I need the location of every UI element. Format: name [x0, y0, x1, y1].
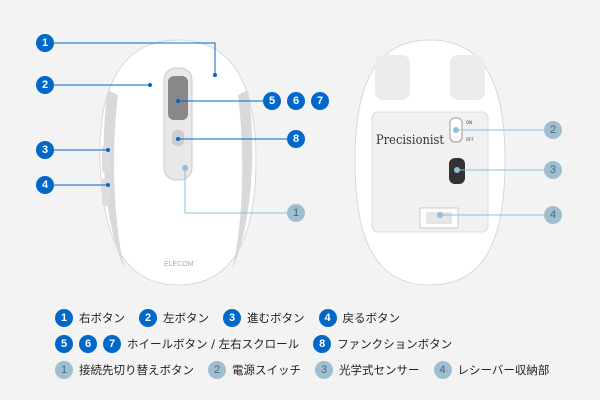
legend-row-3: 1 接続先切り替えボタン 2 電源スイッチ 3 光学式センサー 4 レシーバー収納部: [55, 361, 563, 379]
product-name-logo: Precisionist: [376, 133, 445, 148]
switch-off-label: OFF: [466, 137, 474, 142]
legend-label: 光学式センサー: [339, 363, 420, 377]
marker-7: 7: [311, 92, 329, 110]
leader-lines-light: [184, 129, 544, 216]
legend-marker: 3: [315, 361, 333, 379]
marker-1: 1: [36, 34, 54, 52]
marker-light-2: 2: [544, 121, 562, 139]
legend-row-2: 5 6 7 ホイールボタン / 左右スクロール 8 ファンクションボタン: [55, 335, 466, 353]
legend-label: ファンクションボタン: [337, 337, 453, 351]
marker-6: 6: [287, 92, 305, 110]
legend-label: 右ボタン: [79, 311, 125, 325]
marker-3: 3: [36, 141, 54, 159]
legend-label: 進むボタン: [247, 311, 305, 325]
marker-light-3: 3: [544, 161, 562, 179]
marker-4: 4: [36, 176, 54, 194]
leader-lines: [54, 42, 287, 186]
legend-marker: 2: [208, 361, 226, 379]
marker-2: 2: [36, 76, 54, 94]
legend-marker: 6: [79, 335, 97, 353]
mouse-top-view: ELECOM: [99, 39, 257, 286]
legend-marker: 7: [103, 335, 121, 353]
brand-logo-top: ELECOM: [164, 261, 194, 268]
legend-marker: 4: [433, 361, 452, 379]
legend-label: ホイールボタン / 左右スクロール: [127, 337, 300, 351]
marker-light-1: 1: [287, 204, 305, 222]
marker-5: 5: [263, 92, 281, 110]
marker-8: 8: [287, 130, 305, 148]
marker-light-4: 4: [544, 206, 562, 224]
legend-marker: 8: [313, 335, 332, 353]
legend-marker: 2: [139, 309, 157, 327]
legend-label: 接続先切り替えボタン: [79, 363, 194, 377]
legend-label: 電源スイッチ: [232, 363, 301, 377]
legend-label: 左ボタン: [163, 311, 209, 325]
legend-marker: 1: [55, 361, 73, 379]
legend-label: レシーバー収納部: [457, 363, 550, 377]
legend-marker: 4: [318, 309, 337, 327]
legend-label: 戻るボタン: [342, 311, 401, 325]
switch-on-label: ON: [466, 120, 472, 125]
legend-marker: 3: [223, 309, 241, 327]
legend-marker: 5: [55, 335, 73, 353]
legend-row-1: 1 右ボタン 2 左ボタン 3 進むボタン 4 戻るボタン: [55, 309, 414, 327]
mouse-bottom-view: Precisionist ON OFF: [354, 39, 506, 286]
legend-marker: 1: [55, 309, 73, 327]
